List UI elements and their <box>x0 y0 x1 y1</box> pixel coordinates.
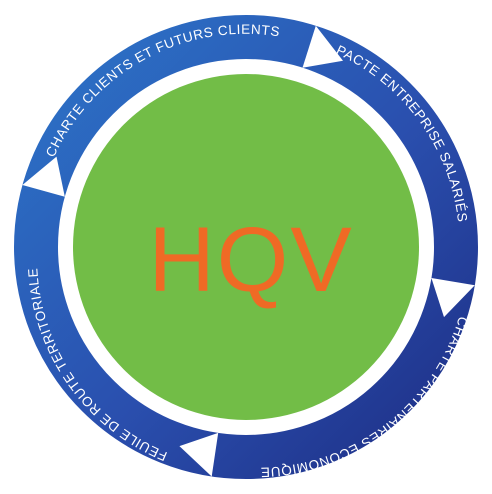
segment-dividers <box>22 25 475 477</box>
segment-divider-chevron <box>179 432 219 477</box>
center-title: HQV <box>148 209 353 311</box>
outer-ring <box>14 15 478 479</box>
segment-divider-chevron <box>431 278 475 318</box>
center-disc <box>73 74 419 420</box>
segment-divider-chevron <box>302 25 343 68</box>
segment-divider-chevron <box>22 156 65 197</box>
